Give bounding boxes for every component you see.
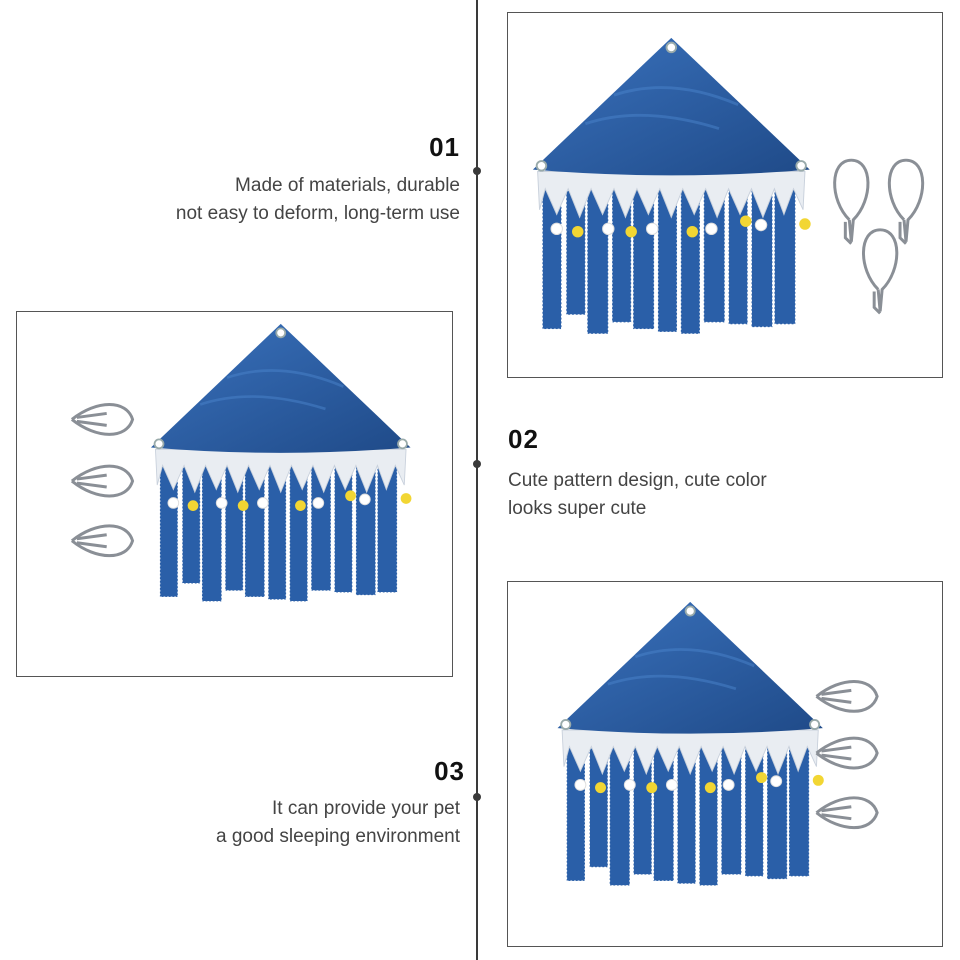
metal-hook-icon <box>815 796 879 830</box>
product-photo-01 <box>507 12 943 378</box>
timeline-dot-02 <box>473 460 481 468</box>
hammock-product-photo <box>531 36 925 336</box>
feature-text-03: It can provide your pet a good sleeping … <box>216 795 460 851</box>
feature-line-02b: looks super cute <box>508 498 647 519</box>
feature-text-01: Made of materials, durable not easy to d… <box>176 172 460 228</box>
feature-line-01b: not easy to deform, long-term use <box>175 203 460 224</box>
timeline-dot-01 <box>473 167 481 175</box>
metal-hook-icon <box>815 679 879 713</box>
metal-hook-icon <box>70 464 135 498</box>
hammock-product-photo <box>556 600 879 887</box>
feature-number-03: 03 <box>434 756 465 786</box>
metal-hook-icon <box>70 524 135 558</box>
metal-hook-icon <box>861 228 899 315</box>
feature-text-02: Cute pattern design, cute color looks su… <box>508 467 767 523</box>
metal-hook-icon <box>815 736 879 770</box>
metal-hook-icon <box>833 158 870 246</box>
feature-number-01: 01 <box>429 132 460 162</box>
feature-line-01a: Made of materials, durable <box>235 175 460 196</box>
metal-hook-icon <box>887 158 925 246</box>
hammock-illustration <box>556 600 826 887</box>
product-photo-03 <box>507 581 943 947</box>
feature-line-03b: a good sleeping environment <box>215 826 460 847</box>
metal-hook-icon <box>70 403 135 436</box>
timeline-line <box>476 0 478 960</box>
hammock-product-photo <box>70 322 413 603</box>
timeline-dot-03 <box>473 793 481 801</box>
product-photo-02 <box>16 311 453 677</box>
hammock-illustration <box>531 36 813 336</box>
feature-number-02: 02 <box>508 424 539 454</box>
hammock-illustration <box>149 322 413 603</box>
feature-line-02a: Cute pattern design, cute color <box>508 470 767 491</box>
feature-line-03a: It can provide your pet <box>272 798 460 819</box>
